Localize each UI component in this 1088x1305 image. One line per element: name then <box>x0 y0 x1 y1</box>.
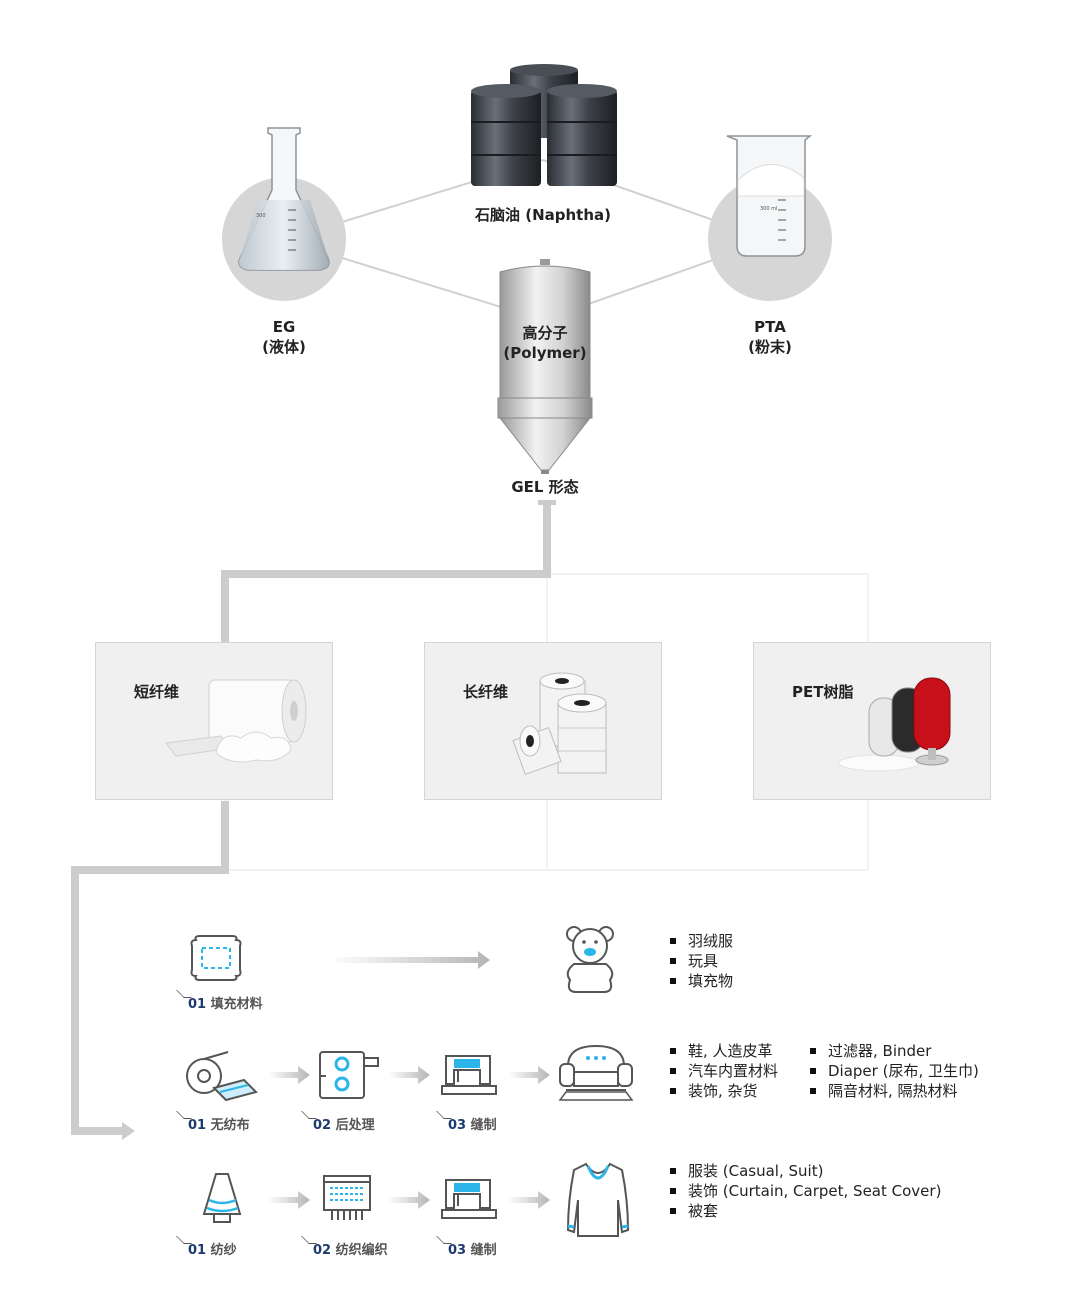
uses-list-filling: 羽绒服 玩具 填充物 <box>668 931 733 991</box>
step-number: 02 <box>313 1118 332 1133</box>
step-text: 后处理 <box>335 1118 375 1133</box>
step-number: 03 <box>448 1243 467 1258</box>
teddy-bear-icon <box>566 926 614 993</box>
list-item: 羽绒服 <box>668 931 733 951</box>
step-label: 01 填充材料 <box>188 993 263 1012</box>
yarn-cone-icon <box>202 1173 242 1223</box>
product-title: 长纤维 <box>463 683 509 701</box>
step-text: 纺织编织 <box>335 1243 388 1258</box>
list-item: 过滤器, Binder <box>808 1041 979 1061</box>
list-item: 装饰, 杂货 <box>668 1081 778 1101</box>
oil-drums <box>471 64 617 186</box>
uses-list-nonwoven: 鞋, 人造皮革 汽车内置材料 装饰, 杂货 <box>668 1041 778 1101</box>
sofa-icon <box>558 1044 634 1101</box>
sewing-machine-icon <box>441 1179 497 1219</box>
fiber-roll-illustration <box>165 679 307 763</box>
list-item: 被套 <box>668 1201 941 1221</box>
uses-list-nonwoven-2: 过滤器, Binder Diaper (尿布, 卫生巾) 隔音材料, 隔热材料 <box>808 1041 979 1101</box>
step-number: 01 <box>188 997 207 1012</box>
product-card-staple-fiber[interactable]: 短纤维 <box>95 642 333 800</box>
list-item: 装饰 (Curtain, Carpet, Seat Cover) <box>668 1181 941 1201</box>
product-title: 短纤维 <box>134 683 180 701</box>
list-item: 服装 (Casual, Suit) <box>668 1161 941 1181</box>
list-item: 玩具 <box>668 951 733 971</box>
filling-material-icon <box>190 935 242 981</box>
weaving-loom-icon <box>323 1175 371 1220</box>
step-number: 01 <box>188 1243 207 1258</box>
polymer-label-line1: 高分子 <box>522 324 568 342</box>
list-item: 填充物 <box>668 971 733 991</box>
step-label: 02 纺织编织 <box>313 1239 388 1258</box>
post-processing-icon <box>319 1051 379 1099</box>
gel-label: GEL 形态 <box>511 478 579 496</box>
pta-label-line2: (粉末) <box>748 338 792 356</box>
step-text: 缝制 <box>470 1243 497 1258</box>
uses-list-yarn: 服装 (Casual, Suit) 装饰 (Curtain, Carpet, S… <box>668 1161 941 1221</box>
polymer-label-line2: (Polymer) <box>503 344 587 362</box>
list-item: Diaper (尿布, 卫生巾) <box>808 1061 979 1081</box>
step-label: 01 纺纱 <box>188 1239 237 1258</box>
pta-label: PTA (粉末) <box>720 317 820 357</box>
step-number: 01 <box>188 1118 207 1133</box>
flask-illustration <box>238 127 330 271</box>
step-text: 无纺布 <box>210 1118 250 1133</box>
sewing-machine-icon <box>441 1055 497 1095</box>
eg-label: EG (液体) <box>234 317 334 357</box>
product-card-filament[interactable]: 长纤维 <box>424 642 662 800</box>
resin-vials-illustration <box>838 677 951 772</box>
naphtha-label: 石脑油 (Naphtha) <box>475 206 611 224</box>
step-label: 01 无纺布 <box>188 1114 250 1133</box>
product-card-pet-resin[interactable]: PET树脂 <box>753 642 991 800</box>
step-number: 02 <box>313 1243 332 1258</box>
step-text: 纺纱 <box>210 1243 237 1258</box>
list-item: 鞋, 人造皮革 <box>668 1041 778 1061</box>
nonwoven-roll-icon <box>186 1051 258 1102</box>
polymer-label: 高分子 (Polymer) <box>495 323 595 363</box>
step-number: 03 <box>448 1118 467 1133</box>
list-item: 隔音材料, 隔热材料 <box>808 1081 979 1101</box>
eg-label-line2: (液体) <box>262 338 306 356</box>
list-item: 汽车内置材料 <box>668 1061 778 1081</box>
filament-spools-illustration <box>512 672 607 776</box>
flask-volume-mark: 300 <box>256 213 266 219</box>
step-label: 03 缝制 <box>448 1239 497 1258</box>
polymer-tank <box>497 259 593 474</box>
step-text: 填充材料 <box>210 997 263 1012</box>
eg-label-line1: EG <box>272 318 296 336</box>
step-label: 02 后处理 <box>313 1114 375 1133</box>
beaker-volume-mark: 300 ml <box>760 206 778 212</box>
step-label: 03 缝制 <box>448 1114 497 1133</box>
step-text: 缝制 <box>470 1118 497 1133</box>
beaker-illustration <box>726 135 813 257</box>
product-title: PET树脂 <box>792 683 854 701</box>
shirt-icon <box>566 1162 630 1237</box>
pta-label-line1: PTA <box>754 318 786 336</box>
